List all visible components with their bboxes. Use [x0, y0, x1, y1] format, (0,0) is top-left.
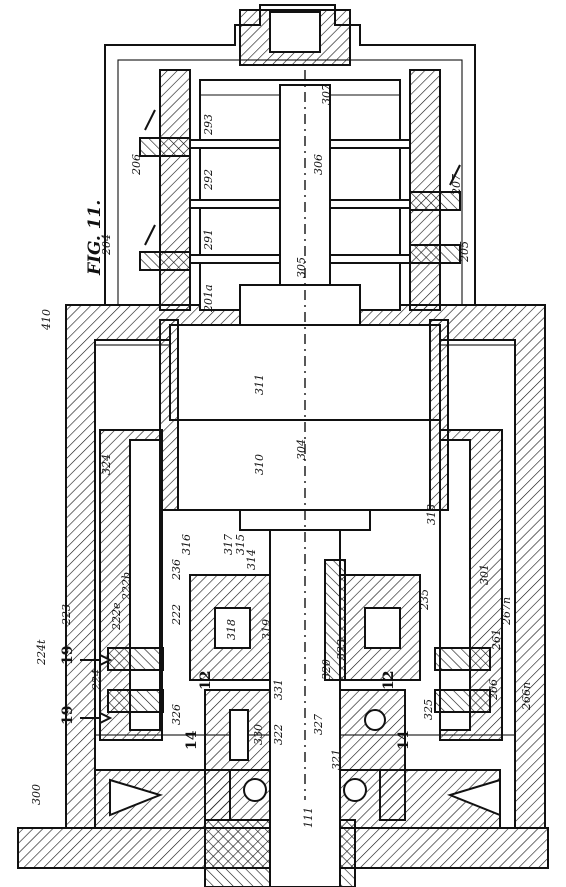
section-label-12-a: 12 [198, 671, 214, 690]
clutch-pocket-left [214, 607, 251, 649]
ball-bearing-left [243, 778, 267, 802]
label-324: 324 [100, 454, 113, 475]
label-318: 318 [225, 619, 238, 640]
label-307: 307 [320, 84, 333, 105]
label-322: 322 [272, 724, 285, 745]
bolt-205 [409, 244, 461, 264]
label-206: 206 [130, 154, 143, 176]
label-205: 205 [458, 241, 471, 263]
bolt-stack-left-lower [107, 689, 164, 713]
label-326: 326 [170, 704, 183, 725]
clutch-pocket-right [364, 607, 401, 649]
section-label-14-b: 14 [396, 730, 412, 750]
pin-330 [229, 709, 249, 761]
label-267n: 267n [500, 597, 513, 626]
section-label-19-b: 19 [60, 706, 76, 725]
label-222e: 222e [110, 602, 123, 631]
ball-bearing-right [343, 778, 367, 802]
label-223: 223 [60, 604, 73, 626]
section-arrow-19-lower [80, 711, 113, 725]
upper-wall-right [409, 69, 441, 311]
bolt-stack-right-upper [434, 647, 491, 671]
spring-stack [324, 559, 346, 681]
label-235: 235 [418, 589, 431, 611]
rotor-end-right [429, 319, 449, 511]
upper-housing [104, 4, 476, 305]
label-320: 320 [320, 659, 333, 680]
bolt-204 [139, 224, 191, 271]
bolt-206 [139, 109, 191, 157]
section-arrow-19-upper [80, 653, 113, 667]
label-306: 306 [312, 154, 325, 175]
label-321: 321 [330, 749, 343, 770]
label-300: 300 [30, 784, 43, 805]
label-224t: 224t [35, 639, 48, 666]
pulley-groove [109, 778, 501, 817]
label-201a: 201a [202, 284, 215, 313]
label-316: 316 [180, 534, 193, 555]
label-310: 310 [253, 454, 266, 475]
label-311: 311 [253, 374, 266, 395]
label-222: 222 [170, 604, 183, 626]
label-261: 261 [490, 629, 503, 651]
label-325: 325 [422, 699, 435, 720]
label-266n: 266n [520, 682, 533, 711]
rotor-310 [177, 419, 441, 511]
bolt-207 [409, 164, 461, 211]
label-410: 410 [40, 309, 53, 331]
label-323: 323 [335, 639, 348, 660]
label-111: 111 [302, 807, 315, 828]
bolt-stack-right-lower [434, 689, 491, 713]
label-304: 304 [295, 439, 308, 460]
bearing-housing [204, 689, 406, 821]
label-301: 301 [478, 564, 491, 585]
label-266: 266 [487, 679, 500, 701]
top-cap-center [269, 11, 321, 53]
label-315: 315 [234, 534, 247, 555]
ball-right-upper [364, 709, 386, 731]
upper-wall-left [159, 69, 191, 311]
label-317: 317 [222, 534, 235, 555]
label-305: 305 [295, 257, 308, 278]
label-330: 330 [252, 724, 265, 745]
label-224: 224 [90, 669, 103, 691]
label-331: 331 [272, 679, 285, 700]
label-314: 314 [245, 549, 258, 570]
label-236: 236 [170, 559, 183, 581]
figure-title: FIG. 11. [85, 200, 105, 276]
label-207: 207 [450, 174, 463, 196]
label-293: 293 [202, 114, 215, 136]
rotor-end-left [159, 319, 179, 511]
stator-left-inner [129, 439, 161, 731]
section-label-14-a: 14 [184, 730, 200, 750]
shaft-collar [239, 284, 361, 326]
label-204: 204 [100, 234, 113, 256]
section-label-12-b: 12 [381, 671, 397, 690]
bolt-stack-left-upper [107, 647, 164, 671]
label-291: 291 [202, 229, 215, 251]
section-label-19-a: 19 [60, 646, 76, 665]
label-319: 319 [260, 619, 273, 640]
label-222b: 222b [120, 572, 133, 601]
label-292: 292 [202, 169, 215, 191]
label-327: 327 [312, 714, 325, 735]
label-313: 313 [425, 504, 438, 525]
